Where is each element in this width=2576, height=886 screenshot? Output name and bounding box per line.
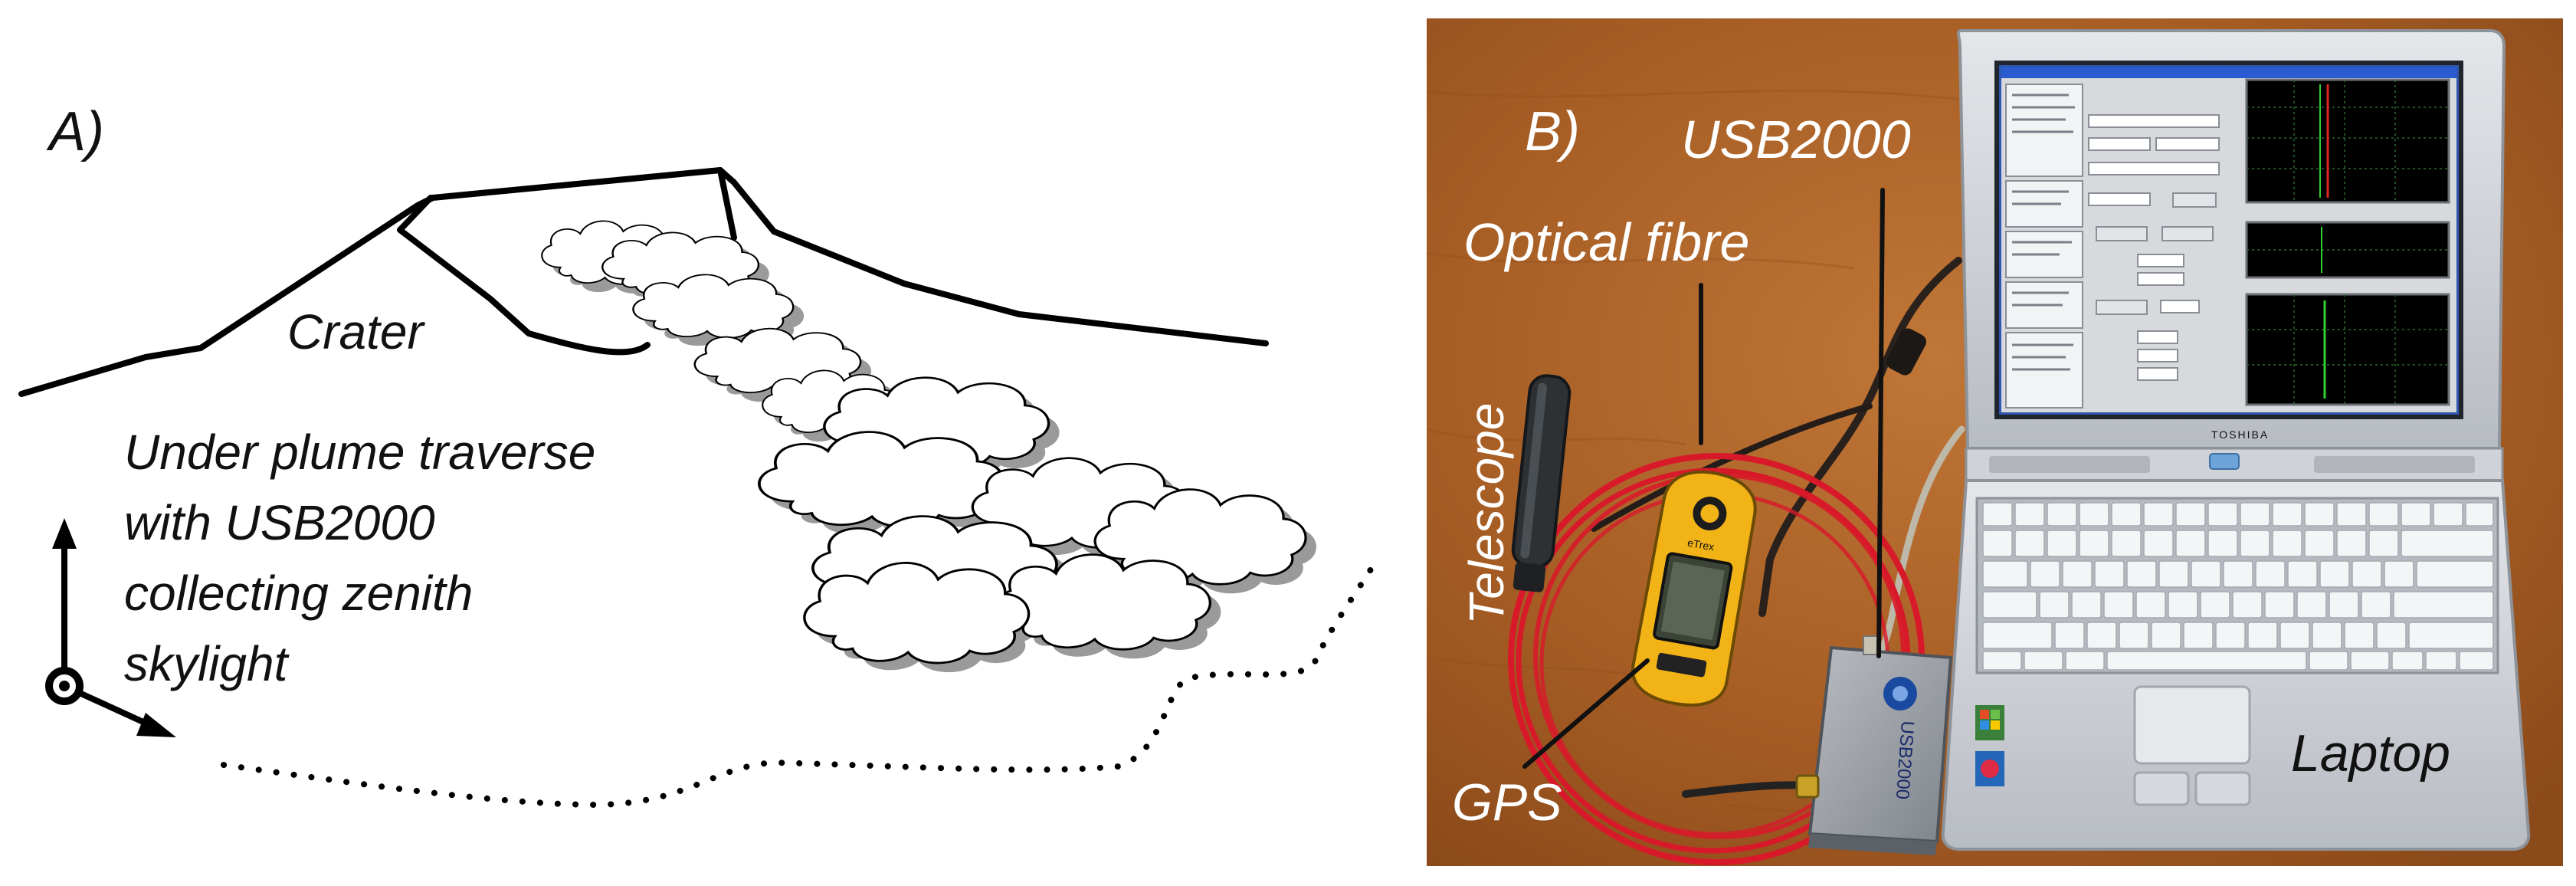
usb2000-pointer	[1876, 188, 1885, 658]
laptop: TOSHIBA	[1941, 29, 2531, 851]
panel-a-label: A)	[46, 101, 104, 162]
gps-brand: eTrex	[1686, 537, 1716, 553]
traverse-line-2: with USB2000	[124, 495, 435, 550]
optical-fibre-label: Optical fibre	[1463, 212, 1749, 272]
touchpad-right-button	[2194, 771, 2251, 806]
touchpad	[2133, 685, 2251, 765]
usb2000-label: USB2000	[1681, 110, 1911, 169]
volcano-outline	[18, 167, 1269, 397]
pointer-lines	[1522, 188, 1885, 769]
crater-label: Crater	[287, 304, 426, 359]
gps-unit: eTrex	[1630, 470, 1757, 707]
laptop-stickers	[1975, 705, 2004, 786]
ferrite-bead	[1886, 328, 1926, 376]
telescope	[1511, 374, 1571, 592]
app-left-text	[2012, 94, 2075, 371]
speaker-grilles	[1989, 456, 2475, 473]
traverse-line-1: Under plume traverse	[124, 425, 595, 480]
traverse-line-4: skylight	[124, 636, 290, 691]
axes-icon	[45, 518, 176, 737]
panel-b-label: B)	[1525, 101, 1580, 162]
traverse-path	[221, 553, 1382, 809]
gps-label: GPS	[1452, 773, 1562, 832]
app-titlebar	[2001, 67, 2456, 78]
keyboard-keys	[1982, 502, 2494, 671]
touchpad-left-button	[2133, 771, 2190, 806]
panel-b: TOSHIBA	[1426, 18, 2563, 866]
telescope-label: Telescope	[1459, 403, 1514, 625]
laptop-brand: TOSHIBA	[2211, 428, 2269, 441]
wood-grain	[1426, 89, 1962, 822]
laptop-label: Laptop	[2291, 724, 2450, 783]
usb-cable	[1758, 257, 1962, 617]
power-button	[2209, 453, 2240, 470]
device-connector-cable	[1682, 781, 1812, 798]
traverse-line-3: collecting zenith	[124, 566, 473, 621]
app-plots	[2245, 78, 2450, 406]
gps-pointer	[1522, 658, 1650, 769]
panel-a: A) Crater	[18, 101, 1382, 809]
usb2000-device: USB2000	[1795, 635, 1953, 855]
traverse-description: Under plume traverse with USB2000 collec…	[124, 425, 595, 691]
app-controls	[2088, 114, 2220, 381]
